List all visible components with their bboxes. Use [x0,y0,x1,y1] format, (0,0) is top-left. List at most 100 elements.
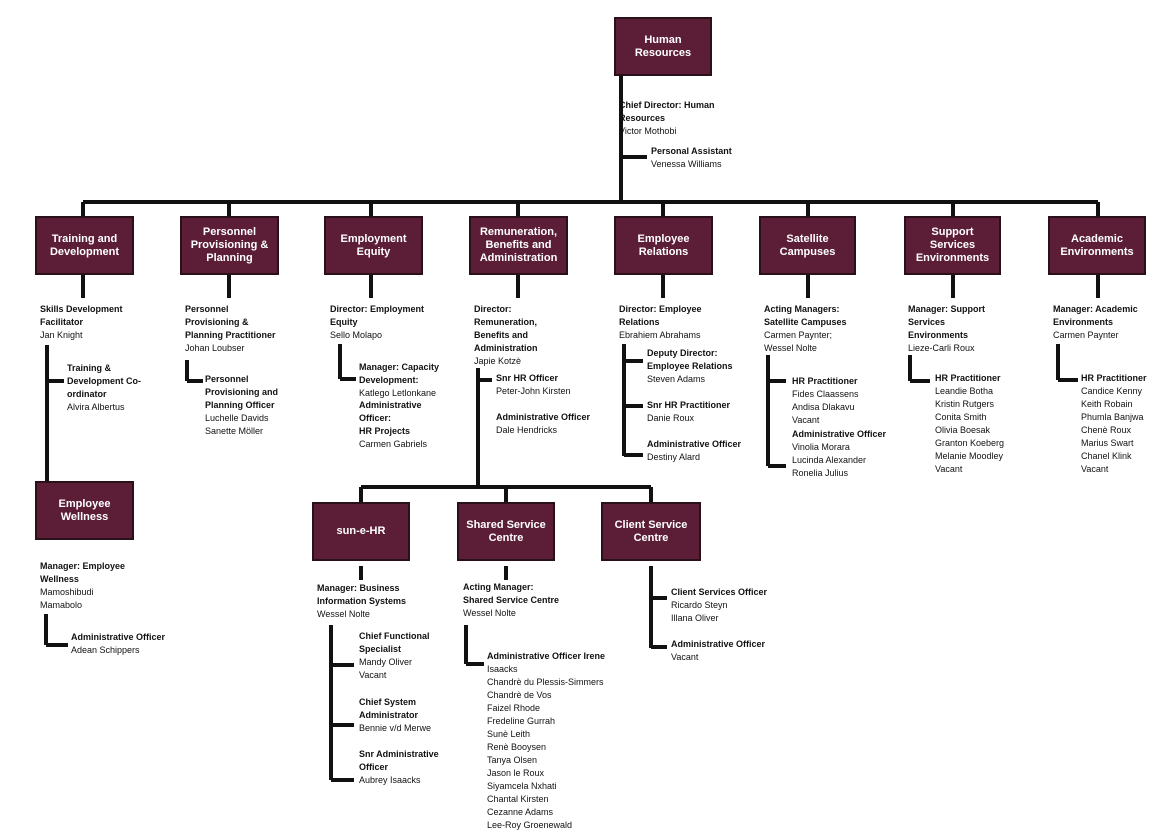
position-title: Administrative Officer [496,412,591,422]
position-title: Personnel [185,304,229,314]
position-title: Administrative Officer [671,639,766,649]
position-title: Satellite Campuses [764,317,847,327]
position-title: Training & [67,363,112,373]
position-title: Development Co- [67,376,142,386]
position-title: Employee Relations [647,361,733,371]
position-title: Development: [359,375,419,385]
position-title: Manager: Capacity [359,362,440,372]
person-name: Wessel Nolte [317,609,370,619]
box-title-line: Employee [58,497,111,510]
person-name: Japie Kotzè [474,356,522,366]
position-title: Personnel [205,374,249,384]
person-name: Mandy Oliver [359,657,413,667]
person-name: Carmen Gabriels [359,439,428,449]
position-title: Information Systems [317,596,407,606]
person-name: Renè Booysen [487,742,547,752]
person-name: Siyamcela Nxhati [487,781,557,791]
person-name: Dale Hendricks [496,425,558,435]
position-title: Environments [1053,317,1114,327]
person-name: Phumla Banjwa [1081,412,1144,422]
position-title: Director: Employee [619,304,702,314]
person-name: Vacant [935,464,963,474]
person-name: Tanya Olsen [487,755,538,765]
person-name: Lucinda Alexander [792,455,867,465]
position-title: Client Services Officer [671,587,768,597]
person-name: Ricardo Steyn [671,600,728,610]
person-name: Candice Kenny [1081,386,1143,396]
box-title-line: Remuneration, [479,226,557,238]
person-name: Andisa Dlakavu [792,402,855,412]
person-name: Chanel Klink [1081,451,1132,461]
person-name: Conita Smith [935,412,987,422]
position-title: Snr HR Officer [496,373,559,383]
person-name: Katlego Letlonkane [359,388,437,398]
position-title: Benefits and [474,330,529,340]
person-name: Lee-Roy Groenewald [487,820,573,830]
person-name: Jan Knight [40,330,83,340]
position-title: Equity [330,317,358,327]
person-name: Cezanne Adams [487,807,554,817]
position-title: Manager: Employee [40,561,126,571]
person-name: Aubrey Isaacks [359,775,421,785]
box-title-line: Planning [206,252,253,264]
person-name: Chandrè du Plessis-Simmers [487,677,604,687]
position-title: Facilitator [40,317,84,327]
person-name: Steven Adams [647,374,706,384]
position-title: Director: [474,304,512,314]
position-title: Administrative Officer [71,632,166,642]
box-title-line: Provisioning & [190,239,269,251]
position-title: ordinator [67,389,107,399]
position-title: Officer [359,762,389,772]
position-title: HR Practitioner [1081,373,1147,383]
position-title: Snr HR Practitioner [647,400,731,410]
position-title: Relations [619,317,660,327]
box-title-line: Relations [638,245,689,258]
box-title-line: Employment [340,232,407,245]
box-title-line: Employee [637,232,690,245]
box-title-line: Administration [479,252,558,264]
person-name: Destiny Alard [647,452,701,462]
person-name: Vacant [671,652,699,662]
person-name: Lieze-Carli Roux [908,343,975,353]
position-title: Officer: [359,413,392,423]
person-name: Olivia Boesak [935,425,991,435]
position-title: Manager: Support [908,304,986,314]
person-name: Mamoshibudi [40,587,94,597]
position-title: Manager: Academic [1053,304,1138,314]
position-title: HR Practitioner [792,376,858,386]
position-title: Director: Employment [330,304,425,314]
position-title: Chief Director: Human [619,100,715,110]
position-title: Shared Service Centre [463,595,560,605]
person-name: Chantal Kirsten [487,794,549,804]
person-name: Vacant [359,670,387,680]
person-name: Carmen Paynter [1053,330,1119,340]
box-title-line: Benefits and [485,239,552,251]
person-name: Jason le Roux [487,768,545,778]
box-title-line: Support Services [929,226,976,251]
position-title: Chief System [359,697,417,707]
person-name: Sanette Möller [205,426,264,436]
